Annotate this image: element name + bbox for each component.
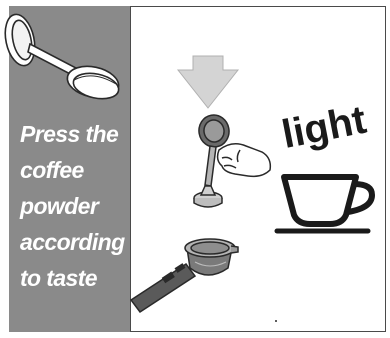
instruction-text: Press the coffee powder according to tas…	[20, 116, 130, 296]
speck	[275, 320, 277, 322]
instruction-line-1: Press the	[20, 116, 130, 152]
instruction-line-2: coffee	[20, 152, 130, 188]
filter-holder-icon	[131, 239, 238, 312]
instruction-line-5: to taste	[20, 260, 130, 296]
instruction-line-3: powder	[20, 188, 130, 224]
instruction-line-4: according	[20, 224, 130, 260]
coffee-tamper-icon	[1, 12, 122, 103]
hand-pressing-tamper-icon	[194, 113, 270, 207]
press-down-arrow-icon	[178, 56, 238, 108]
light-cup-icon	[277, 177, 372, 231]
